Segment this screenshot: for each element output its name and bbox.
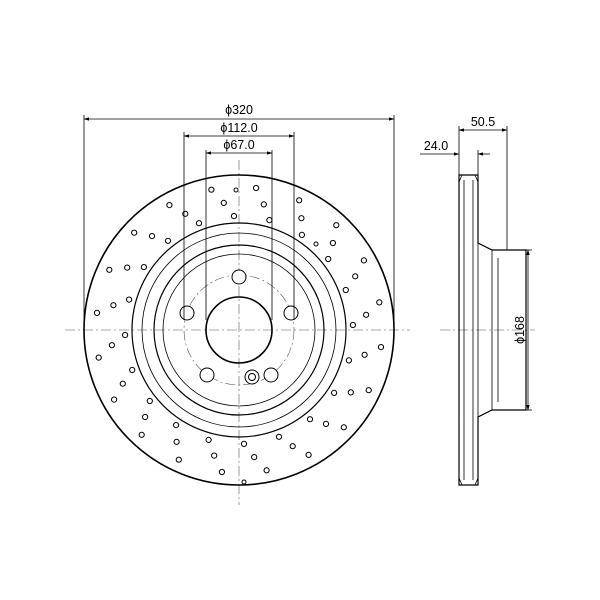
drilled-holes <box>93 184 385 485</box>
drilled-hole <box>360 257 367 264</box>
bolt-hole <box>263 367 279 383</box>
label-outer-diameter: ϕ320 <box>225 103 253 117</box>
drilled-hole <box>129 366 136 374</box>
drilled-hole <box>122 331 129 339</box>
front-view <box>65 160 410 505</box>
drilled-hole <box>298 231 305 238</box>
bolt-hole <box>179 305 195 321</box>
side-dimensions: 50.5 24.0 ϕ168 <box>420 115 532 411</box>
bolt-hole <box>199 367 215 383</box>
drilled-hole <box>124 264 131 271</box>
label-disc-thickness: 24.0 <box>424 139 448 153</box>
bolt-hole <box>231 269 247 285</box>
drilled-hole <box>361 351 368 358</box>
hat-step-outer <box>141 232 337 428</box>
drilled-hole <box>166 202 173 209</box>
drilled-hole <box>218 468 225 476</box>
drilled-hole <box>211 452 218 459</box>
drilled-hole <box>260 201 267 208</box>
drilled-hole <box>142 413 149 421</box>
drilled-hole <box>126 296 133 303</box>
drilled-hole <box>131 229 138 236</box>
drilled-hole <box>349 321 356 329</box>
drilled-hole <box>146 397 153 405</box>
drilled-hole <box>175 456 182 463</box>
drilled-hole <box>138 431 145 438</box>
drilled-hole <box>111 396 118 403</box>
drilled-hole <box>95 354 102 361</box>
drilled-hole <box>296 197 303 204</box>
drilled-hole <box>220 199 227 206</box>
drilled-hole <box>173 438 180 445</box>
inner-friction-edge <box>131 222 347 438</box>
drilled-hole <box>110 302 117 309</box>
drilled-hole <box>230 213 238 220</box>
drilled-hole <box>347 389 354 396</box>
rim-chamfer-top <box>458 174 479 183</box>
reference-mark <box>313 241 319 247</box>
hat-wall <box>153 244 325 416</box>
drilled-hole <box>164 237 172 244</box>
drilled-hole <box>148 233 156 240</box>
drilled-hole <box>208 186 215 193</box>
label-center-bore: ϕ67.0 <box>223 138 254 152</box>
drilled-hole <box>275 433 283 440</box>
center-bore <box>205 296 273 364</box>
drilled-hole <box>182 210 189 217</box>
drilled-hole <box>352 273 359 280</box>
drilled-hole <box>253 184 260 192</box>
drilled-hole <box>93 309 101 316</box>
drilled-hole <box>298 215 305 222</box>
drilled-hole <box>240 440 248 447</box>
drilled-hole <box>365 387 372 394</box>
drilled-hole <box>205 436 212 443</box>
drilled-hole <box>322 420 330 427</box>
label-hat-diameter: ϕ168 <box>513 316 527 344</box>
drilled-hole <box>331 389 338 396</box>
drilled-hole <box>376 299 383 306</box>
rim-chamfer-bottom <box>458 477 479 486</box>
reference-mark <box>241 479 247 485</box>
drilled-hole <box>377 344 385 351</box>
drilled-hole <box>119 380 126 387</box>
drilled-hole <box>140 264 147 271</box>
drilled-hole <box>108 342 116 349</box>
drilled-hole <box>173 422 180 429</box>
drilled-hole <box>289 443 296 450</box>
side-view <box>440 174 535 486</box>
drilled-hole <box>263 467 270 474</box>
drilled-hole <box>305 451 312 458</box>
drilled-hole <box>363 311 370 318</box>
drilled-hole <box>340 424 347 431</box>
reference-mark <box>233 187 239 193</box>
drilled-hole <box>251 454 258 461</box>
drilled-hole <box>306 416 314 423</box>
bolt-hole <box>283 305 299 321</box>
locating-screw-hole-inner <box>248 373 256 381</box>
drilled-hole <box>266 217 273 224</box>
drilled-hole <box>325 255 332 263</box>
drilled-hole <box>329 239 336 247</box>
drilled-hole <box>342 286 349 294</box>
drilled-hole <box>345 357 352 364</box>
hat-face <box>162 253 316 407</box>
drilled-hole <box>333 222 340 229</box>
drilled-hole <box>195 220 203 227</box>
label-total-height: 50.5 <box>471 115 495 129</box>
drilled-hole <box>106 266 113 273</box>
front-dimensions: ϕ320 ϕ112.0 ϕ67.0 <box>83 103 395 330</box>
label-bolt-circle: ϕ112.0 <box>220 121 257 135</box>
